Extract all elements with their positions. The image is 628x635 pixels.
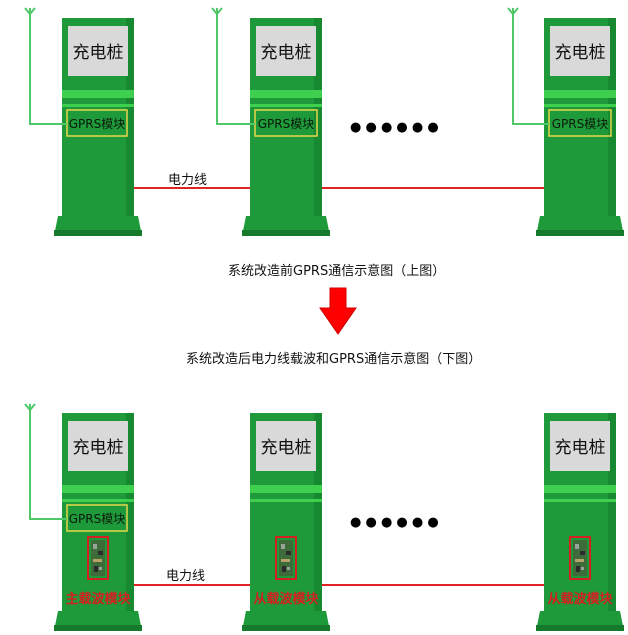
bottom-gprs-label-1: GPRS模块 bbox=[69, 512, 126, 526]
top-power-line-label: 电力线 bbox=[168, 173, 207, 188]
bottom-antenna-1 bbox=[24, 403, 67, 520]
top-pile-3-label: 充电桩 bbox=[555, 43, 606, 63]
bottom-caption: 系统改造后电力线载波和GPRS通信示意图（下图） bbox=[186, 352, 482, 367]
bottom-master-carrier-label: 主载波模块 bbox=[65, 591, 131, 607]
top-gprs-label-1: GPRS模块 bbox=[69, 117, 126, 131]
bottom-charging-pile-3: 充电桩 从载波模块 bbox=[536, 413, 624, 631]
top-antenna-2 bbox=[211, 7, 255, 125]
bottom-slave-carrier-label-2: 从载波模块 bbox=[253, 591, 319, 607]
bottom-charging-pile-2: 充电桩 从载波模块 bbox=[242, 413, 330, 631]
top-antenna-3 bbox=[507, 7, 549, 125]
top-gprs-label-3: GPRS模块 bbox=[552, 117, 609, 131]
top-charging-pile-1: 充电桩 GPRS模块 bbox=[54, 18, 142, 236]
top-pile-2-label: 充电桩 bbox=[261, 43, 312, 63]
top-charging-pile-3: 充电桩 GPRS模块 bbox=[536, 18, 624, 236]
bottom-master-carrier-chip bbox=[87, 536, 109, 580]
bottom-diagram: 电力线 充电桩 GPRS模块 主载波模块 充电桩 从载波模块 ● ● ● ● ●… bbox=[24, 403, 624, 631]
bottom-slave-carrier-chip-2 bbox=[275, 536, 297, 580]
bottom-ellipsis: ● ● ● ● ● ● bbox=[350, 515, 439, 530]
top-antenna-1 bbox=[24, 7, 67, 125]
bottom-pile-3-label: 充电桩 bbox=[555, 438, 606, 458]
bottom-power-line-label: 电力线 bbox=[166, 569, 205, 584]
top-charging-pile-2: 充电桩 GPRS模块 bbox=[242, 18, 330, 236]
bottom-pile-1-label: 充电桩 bbox=[73, 438, 124, 458]
down-arrow-icon bbox=[319, 287, 357, 335]
top-ellipsis: ● ● ● ● ● ● bbox=[350, 120, 439, 135]
bottom-slave-carrier-label-3: 从载波模块 bbox=[547, 591, 613, 607]
top-diagram: 电力线 充电桩 GPRS模块 充电桩 GPRS模块 ● ● ● ● ● ● bbox=[24, 7, 624, 236]
bottom-pile-2-label: 充电桩 bbox=[261, 438, 312, 458]
top-pile-1-label: 充电桩 bbox=[73, 43, 124, 63]
bottom-slave-carrier-chip-3 bbox=[569, 536, 591, 580]
top-gprs-label-2: GPRS模块 bbox=[258, 117, 315, 131]
bottom-charging-pile-1: 充电桩 GPRS模块 主载波模块 bbox=[54, 413, 142, 631]
top-caption: 系统改造前GPRS通信示意图（上图） bbox=[228, 264, 446, 279]
